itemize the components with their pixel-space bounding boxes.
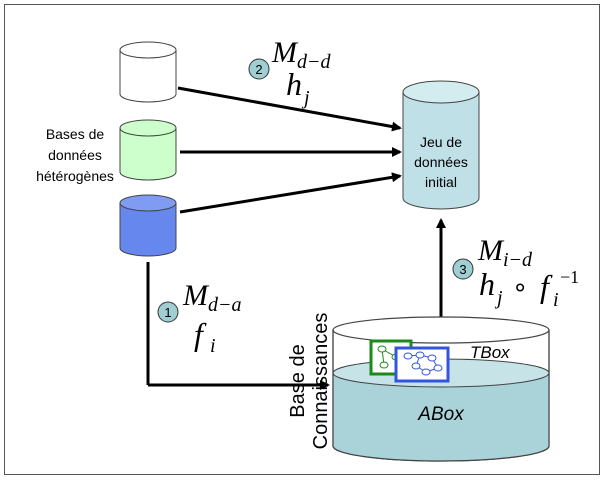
- step-2-function-subscript: j: [301, 87, 310, 109]
- knowledge-base-label: Base de Connaissances: [287, 313, 332, 450]
- kb-label-line2: Connaissances: [310, 313, 332, 450]
- step-1-mapping-subscript: d−a: [208, 294, 242, 316]
- sources-label-line3: hétérogènes: [36, 168, 114, 184]
- green-database-icon: [119, 119, 177, 181]
- target-line1: Jeu de: [420, 134, 462, 150]
- white-database-icon: [119, 41, 177, 103]
- arrow-blue-db-to-dataset: [179, 172, 402, 214]
- step-3-formula: M i−d h j ∘ f i −1: [477, 234, 579, 311]
- step-1-function-subscript: i: [210, 335, 216, 357]
- step-1-marker: 1: [157, 301, 179, 323]
- target-line3: initial: [425, 174, 457, 190]
- arrow-white-db-to-dataset: [177, 86, 402, 132]
- step-3-function2-superscript: −1: [560, 267, 579, 287]
- step-1-function: f: [194, 316, 207, 352]
- target-dataset-label: Jeu de données initial: [414, 134, 468, 190]
- sources-label-line1: Bases de: [46, 126, 105, 142]
- step-3-compose-operator: ∘: [512, 273, 528, 302]
- sources-label: Bases de données hétérogènes: [36, 126, 114, 184]
- step-1-formula: M d−a f i: [182, 279, 242, 357]
- step-3-mapping-subscript: i−d: [503, 249, 533, 271]
- step-3-number: 3: [459, 262, 466, 277]
- abox-label: ABox: [417, 404, 465, 425]
- blue-database-icon: [119, 194, 177, 257]
- step-3-function2-subscript: i: [553, 289, 559, 311]
- step-1-mapping-symbol: M: [182, 279, 210, 312]
- step-3-marker: 3: [452, 258, 474, 280]
- tbox-label: TBox: [470, 343, 510, 362]
- step-2-mapping-symbol: M: [271, 36, 299, 69]
- knowledge-base-database-icon: [332, 316, 550, 462]
- diagram-frame: [4, 4, 600, 475]
- tbox-ontology-graph-icon: [369, 339, 450, 383]
- target-dataset-database-icon: [402, 80, 480, 210]
- step-3-function: h: [479, 266, 495, 302]
- kb-label-line1: Base de: [287, 344, 309, 417]
- step-2-mapping-subscript: d−d: [297, 51, 331, 73]
- target-line2: données: [414, 154, 468, 170]
- step-1-number: 1: [164, 305, 171, 320]
- step-2-function: h: [286, 66, 302, 102]
- step-2-marker: 2: [248, 58, 270, 80]
- step-3-function-subscript: j: [494, 287, 503, 309]
- step-2-number: 2: [255, 62, 262, 77]
- step-3-function2: f: [540, 268, 553, 304]
- step-3-mapping-symbol: M: [477, 234, 505, 267]
- step-2-formula: M d−d h j: [271, 36, 331, 109]
- sources-label-line2: données: [48, 147, 102, 163]
